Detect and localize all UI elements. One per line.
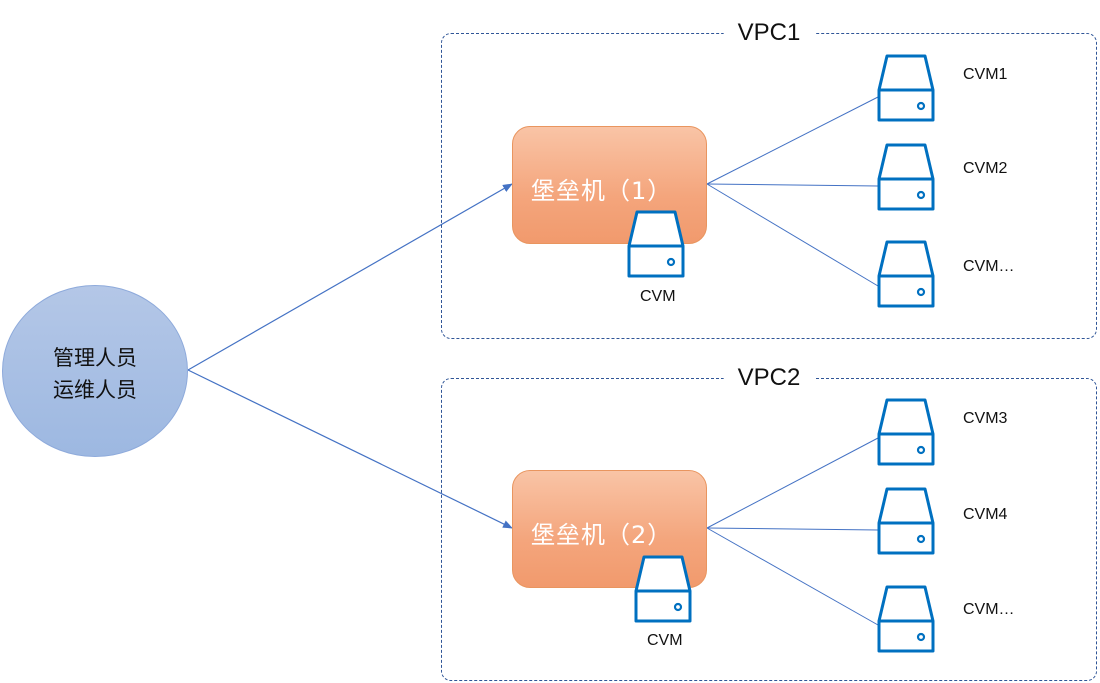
vpc-2-target-1-label: CVM3 [963,410,1008,427]
server-icon [634,555,692,623]
bastion-2-label: 堡垒机（2） [531,521,673,549]
server-icon [877,240,935,308]
link-bastion-2-to-target-3 [706,527,879,626]
bastion-1-label: 堡垒机（1） [531,177,673,205]
link-admin-to-bastion-2 [187,369,513,529]
server-icon [877,143,935,211]
server-icon [877,54,935,122]
link-bastion-1-to-target-1 [706,96,879,185]
bastion-1-host-label: CVM [640,288,676,305]
server-icon [877,487,935,555]
vpc-1-title: VPC1 [723,18,815,48]
vpc-2-boundary: VPC2 [441,363,1097,681]
vpc-1-target-3-label: CVM… [963,258,1015,275]
server-icon [877,585,935,653]
vpc-2-target-3-label: CVM… [963,601,1015,618]
ops-label: 运维人员 [53,378,137,402]
link-admin-to-bastion-1 [187,183,513,371]
vpc-2-target-2-label: CVM4 [963,506,1008,523]
link-bastion-2-to-target-2 [706,527,879,531]
link-bastion-1-to-target-3 [706,183,879,287]
server-icon [627,210,685,278]
link-bastion-1-to-target-2 [706,183,879,187]
vpc-1-target-2-label: CVM2 [963,160,1008,177]
vpc-1-target-1-label: CVM1 [963,66,1008,83]
admin-ops-actor: 管理人员 运维人员 [2,285,188,457]
vpc-1-boundary: VPC1 [441,18,1097,339]
vpc-2-title: VPC2 [723,363,815,393]
server-icon [877,398,935,466]
bastion-host-2: 堡垒机（2） [512,470,707,588]
bastion-2-host-label: CVM [647,632,683,649]
link-bastion-2-to-target-1 [706,437,879,529]
admin-label: 管理人员 [53,346,137,370]
